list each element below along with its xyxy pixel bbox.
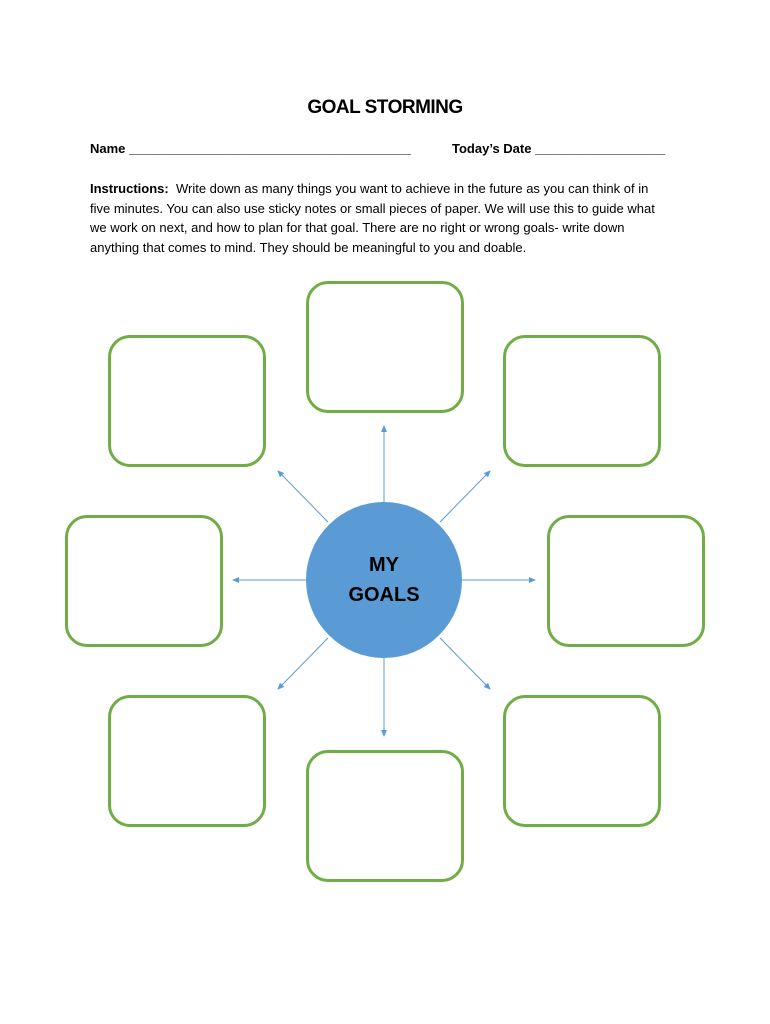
date-label: Today’s Date (452, 141, 532, 156)
goal-box-bottom[interactable] (306, 750, 464, 882)
goal-box-right[interactable] (547, 515, 705, 647)
my-goals-circle (306, 502, 462, 658)
arrow-up-right (439, 470, 491, 523)
goal-box-left[interactable] (65, 515, 223, 647)
instructions-text: Write down as many things you want to ac… (90, 181, 655, 255)
name-field[interactable]: Name ___________________________________… (90, 141, 411, 156)
name-blank[interactable]: _______________________________________ (129, 141, 412, 156)
name-label: Name (90, 141, 126, 156)
date-field[interactable]: Today’s Date __________________ (452, 141, 665, 156)
goal-box-top-right[interactable] (503, 335, 661, 467)
center-label-line2: GOALS (348, 584, 420, 606)
center-label-line1: MY (369, 554, 399, 576)
date-blank[interactable]: __________________ (535, 141, 666, 156)
goal-box-bottom-right[interactable] (503, 695, 661, 827)
arrow-down-right (439, 637, 491, 690)
instructions: Instructions: Write down as many things … (90, 179, 660, 257)
center-label: MY GOALS (306, 550, 462, 610)
goal-box-top-left[interactable] (108, 335, 266, 467)
arrow-down-left (277, 637, 329, 690)
goal-box-top[interactable] (306, 281, 464, 413)
goal-box-bottom-left[interactable] (108, 695, 266, 827)
instructions-label: Instructions: (90, 181, 169, 196)
page-title: GOAL STORMING (307, 97, 463, 118)
arrow-up-left (277, 470, 329, 523)
